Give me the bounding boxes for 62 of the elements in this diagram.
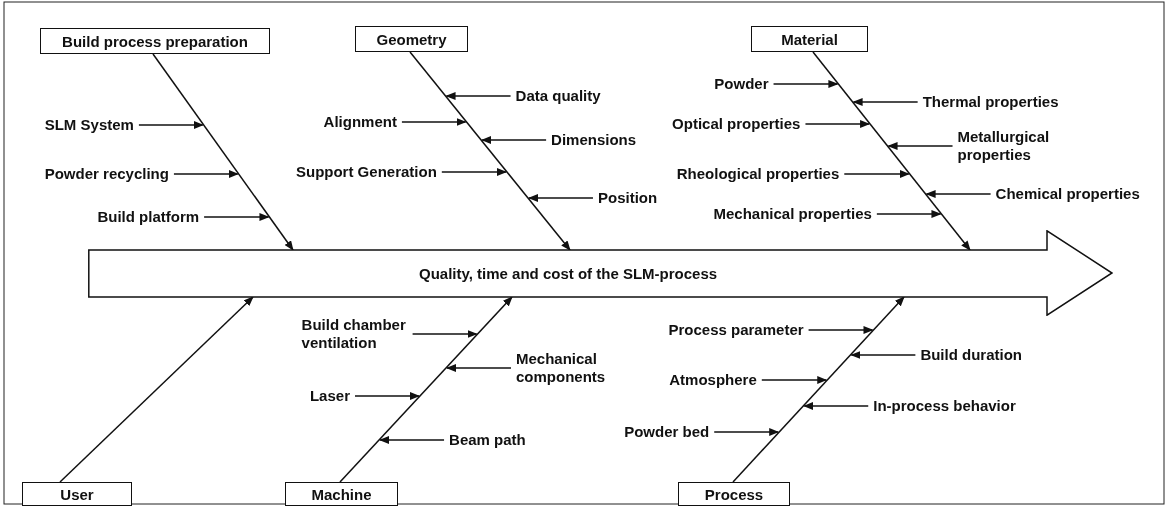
cause-label: Atmosphere bbox=[669, 371, 757, 389]
cause-label: Thermal properties bbox=[922, 93, 1059, 111]
cause-label: Alignment bbox=[323, 113, 397, 131]
arrow bbox=[354, 392, 420, 400]
category-box: Material bbox=[751, 26, 868, 52]
arrow bbox=[843, 170, 910, 178]
cause-label: Position bbox=[597, 189, 658, 207]
effect-label: Quality, time and cost of the SLM-process bbox=[419, 264, 718, 282]
cause-label: Build chamber ventilation bbox=[301, 316, 408, 352]
arrow bbox=[152, 53, 294, 251]
cause-label: Mechanical components bbox=[516, 350, 607, 386]
category-box: Build process preparation bbox=[40, 28, 270, 54]
arrow bbox=[445, 92, 512, 100]
arrow bbox=[446, 364, 512, 372]
cause-label: Rheological properties bbox=[676, 165, 840, 183]
arrow bbox=[441, 168, 507, 176]
arrow bbox=[876, 210, 942, 218]
arrow bbox=[812, 51, 971, 251]
cause-label: Data quality bbox=[515, 87, 601, 105]
arrow bbox=[852, 98, 919, 106]
arrow bbox=[409, 51, 571, 251]
arrow bbox=[804, 120, 871, 128]
category-box: Machine bbox=[285, 482, 398, 506]
cause-label: Laser bbox=[309, 387, 350, 405]
arrow bbox=[138, 121, 204, 129]
cause-label: Beam path bbox=[449, 431, 526, 449]
category-box: Process bbox=[678, 482, 790, 506]
arrow bbox=[761, 376, 828, 384]
cause-label: Support Generation bbox=[295, 163, 437, 181]
arrow bbox=[807, 326, 874, 334]
arrow bbox=[379, 436, 445, 444]
cause-label: Dimensions bbox=[551, 131, 637, 149]
arrow bbox=[925, 190, 992, 198]
category-box: User bbox=[22, 482, 132, 506]
cause-label: Chemical properties bbox=[995, 185, 1140, 203]
cause-label: Mechanical properties bbox=[713, 205, 872, 223]
effect-arrow bbox=[88, 230, 1113, 316]
cause-label: Build duration bbox=[920, 346, 1023, 364]
cause-label: Optical properties bbox=[672, 115, 801, 133]
cause-label: In-process behavior bbox=[873, 397, 1016, 415]
arrow bbox=[411, 330, 478, 338]
arrow bbox=[173, 170, 239, 178]
cause-label: Powder recycling bbox=[44, 165, 169, 183]
arrow bbox=[887, 142, 954, 150]
category-box: Geometry bbox=[355, 26, 468, 52]
arrow bbox=[803, 402, 869, 410]
arrow bbox=[339, 296, 513, 483]
arrow bbox=[732, 296, 905, 483]
arrow bbox=[528, 194, 594, 202]
arrow bbox=[850, 351, 917, 359]
cause-label: Metallurgical properties bbox=[957, 128, 1051, 164]
arrow bbox=[401, 118, 467, 126]
arrow bbox=[713, 428, 780, 436]
arrow bbox=[772, 80, 839, 88]
cause-label: Powder bbox=[714, 75, 769, 93]
cause-label: Build platform bbox=[97, 208, 200, 226]
arrow bbox=[59, 296, 254, 483]
arrow bbox=[481, 136, 547, 144]
arrow bbox=[203, 213, 270, 221]
cause-label: Process parameter bbox=[668, 321, 804, 339]
cause-label: SLM System bbox=[44, 116, 134, 134]
cause-label: Powder bed bbox=[624, 423, 710, 441]
